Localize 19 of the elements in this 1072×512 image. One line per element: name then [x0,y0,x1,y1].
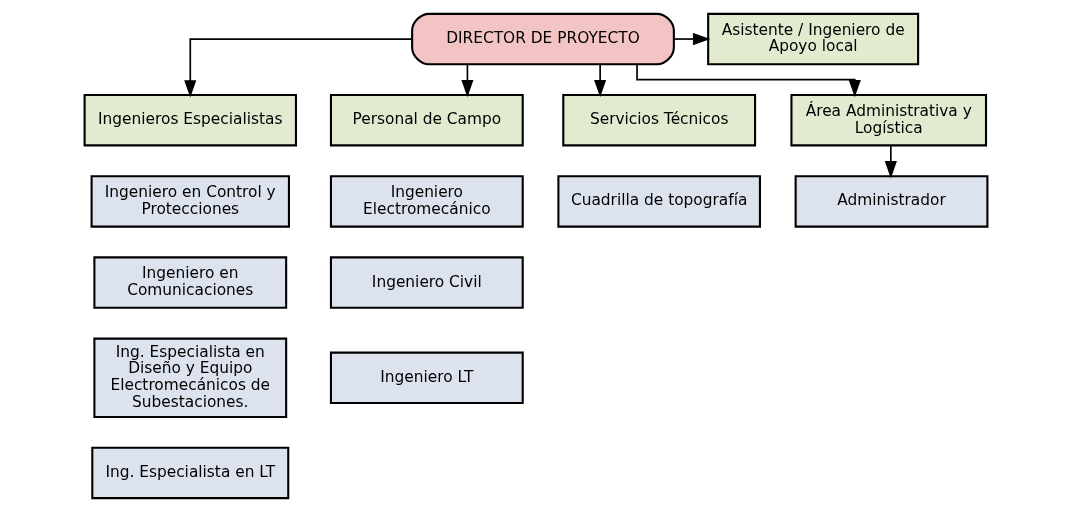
node-box: Asistente / Ingeniero de Apoyo local [707,12,920,66]
node-box: Ingenieros Especialistas [83,94,297,147]
node-box: Ingeniero Electromecánico [329,175,524,228]
node-box: Personal de Campo [329,94,524,147]
node-box: Área Administrativa y Logística [790,94,988,147]
node-box: Administrador [794,175,989,228]
node-box: Servicios Técnicos [562,94,757,147]
arrow [184,38,413,98]
node-box: Ingeniero Civil [329,256,524,309]
node-box: DIRECTOR DE PROYECTO [411,12,675,66]
node-box: Ing. Especialista en LT [91,446,290,500]
arrow [673,32,711,46]
node-box: Ingeniero en Control y Protecciones [90,175,290,228]
node-box: Cuadrilla de topografía [557,175,761,228]
arrow [884,144,897,179]
arrow [594,63,607,98]
node-box: Ingeniero LT [329,351,524,405]
node-box: Ing. Especialista en Diseño y Equipo Electromecánicos de Subestaciones. [93,337,288,418]
node-box: Ingeniero en Comunicaciones [93,256,288,309]
